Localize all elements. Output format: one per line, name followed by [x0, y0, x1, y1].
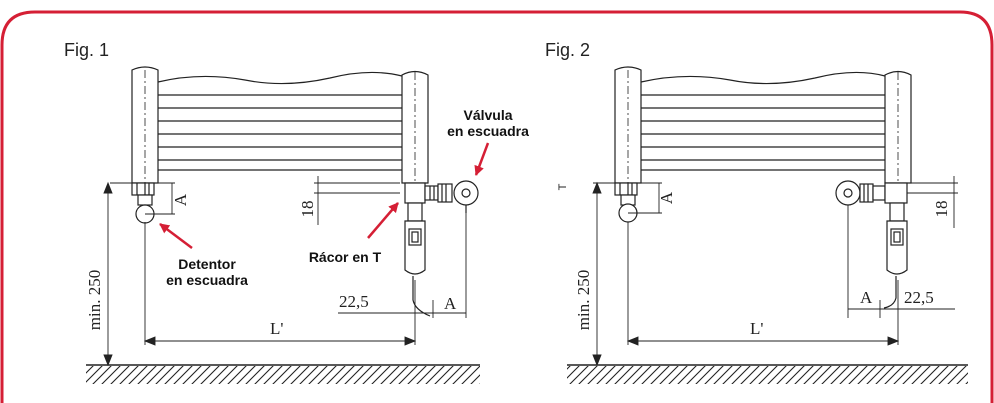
label-detentor: Detentor — [178, 256, 236, 272]
fig1-dimension-lines — [103, 176, 467, 367]
fig1-t-fitting — [404, 180, 479, 317]
fig2-title: Fig. 2 — [545, 40, 590, 60]
fig2-t-fitting — [835, 180, 908, 309]
label-racor-en-t: Rácor en T — [309, 249, 382, 265]
fig1-dim-A-bottom: A — [444, 294, 457, 313]
red-frame — [0, 10, 994, 403]
fig2-dim-22-5: 22,5 — [904, 288, 934, 307]
fig2-dimension-lines — [592, 176, 958, 367]
fig1-dim-L: L' — [270, 319, 283, 338]
fig1-detentor-valve — [131, 182, 155, 224]
fig1-title: Fig. 1 — [64, 40, 109, 60]
fig1-dim-min250: min. 250 — [85, 270, 104, 330]
arrow-detentor — [159, 223, 193, 249]
label-detentor-escuadra: en escuadra — [166, 272, 248, 288]
arrow-racor — [367, 202, 399, 239]
fig2-dim-18: 18 — [932, 201, 951, 218]
fig1-dim-22-5: 22,5 — [339, 292, 369, 311]
fig2-mark-T: T — [557, 183, 569, 190]
label-valvula-escuadra: en escuadra — [447, 123, 529, 139]
fig1-radiator — [131, 66, 429, 195]
fig1-dim-A: A — [171, 193, 190, 206]
fig1-floor — [86, 364, 480, 384]
fig1-dim-18: 18 — [298, 201, 317, 218]
fig2-floor — [567, 364, 968, 384]
fig2-dim-min250: min. 250 — [574, 270, 593, 330]
fig2-dim-A: A — [657, 191, 676, 204]
fig2-radiator — [614, 66, 912, 195]
figure-1: Fig. 1 — [64, 40, 480, 384]
fig2-dim-A-bottom: A — [860, 288, 873, 307]
arrow-valvula — [474, 142, 490, 176]
figure-2: Fig. 2 — [545, 40, 968, 384]
label-valvula: Válvula — [463, 107, 512, 123]
fig2-dim-L: L' — [750, 319, 763, 338]
fig2-detentor-valve — [614, 182, 638, 223]
